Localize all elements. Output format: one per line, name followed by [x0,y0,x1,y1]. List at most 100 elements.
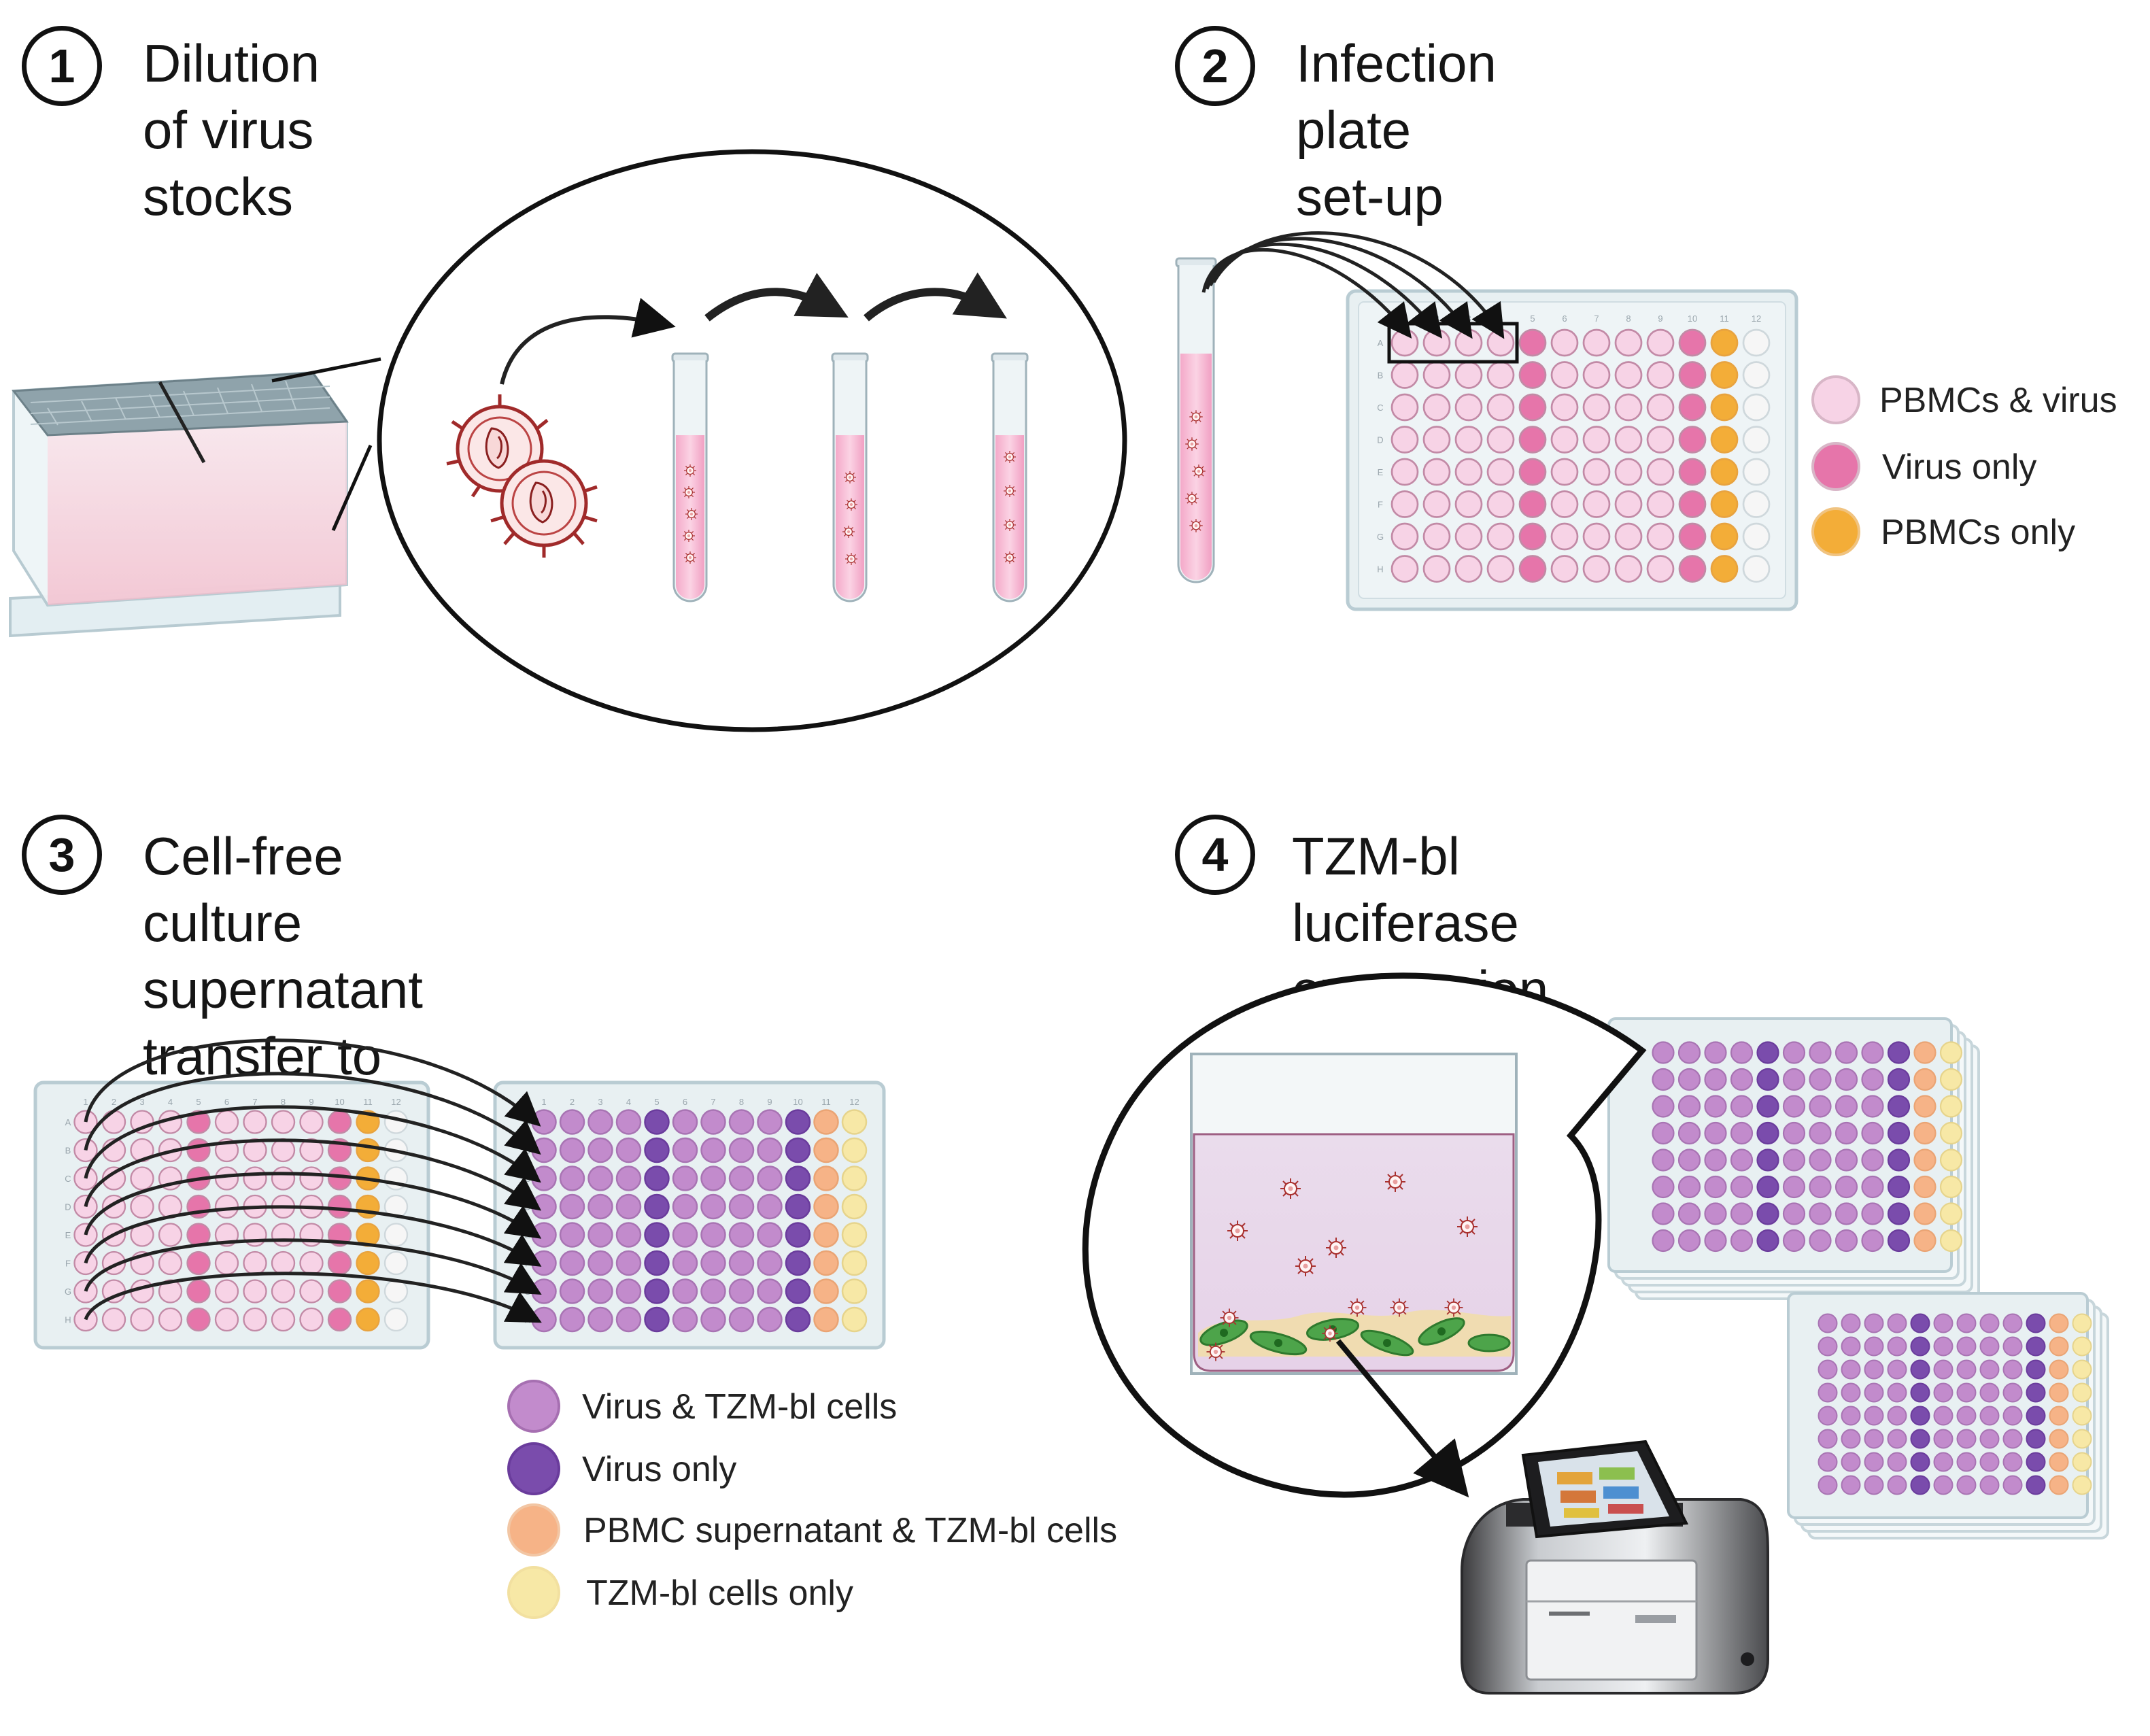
well [1979,1406,2000,1426]
well [1678,458,1707,486]
well [271,1307,296,1332]
transfer-arrow [84,1072,541,1155]
well [1614,426,1643,454]
well [1710,555,1739,583]
well [1809,1041,1832,1064]
well [1887,1148,1911,1172]
well [243,1307,267,1332]
well [1913,1041,1936,1064]
zoom-line-bottom [331,444,373,532]
deep-well-block-icon [9,371,349,638]
well [1710,522,1739,551]
well [1979,1359,2000,1380]
well [1756,1175,1779,1199]
transfer-arrow [84,1238,542,1295]
well [1864,1336,1884,1357]
well [1704,1229,1727,1253]
well [1454,328,1483,357]
well [299,1279,324,1304]
well [2049,1382,2069,1403]
well [1818,1406,1838,1426]
well [1646,522,1675,551]
well [186,1250,211,1276]
well [700,1278,726,1304]
well [1756,1148,1779,1172]
well [672,1278,698,1304]
well [186,1138,211,1163]
well [1710,393,1739,422]
well [2049,1452,2069,1472]
step-2-number: 2 [1175,26,1255,106]
well [700,1137,726,1163]
column-label: 7 [711,1097,715,1107]
well [1742,522,1771,551]
well [1864,1382,1884,1403]
well [2026,1382,2046,1403]
row-label: A [65,1117,71,1127]
well [1550,522,1579,551]
well [1756,1229,1779,1253]
column-label: 4 [168,1097,173,1107]
well [1646,555,1675,583]
well [1678,522,1707,551]
row-label: C [1377,403,1383,413]
well [1910,1313,1930,1333]
well [1652,1148,1675,1172]
well [615,1137,642,1163]
well [1887,1452,1907,1472]
well [1550,393,1579,422]
well [1486,555,1515,583]
well [1550,328,1579,357]
well [841,1222,868,1248]
well [1979,1452,2000,1472]
well [243,1166,267,1191]
legend-label-pbmc-only: PBMCs only [1881,513,2075,552]
well [785,1278,811,1304]
well [1678,393,1707,422]
well [1841,1382,1861,1403]
well [1782,1148,1806,1172]
well [1864,1406,1884,1426]
well [1782,1095,1806,1118]
column-label: 6 [683,1097,687,1107]
well [2072,1313,2092,1333]
well [130,1194,154,1219]
well [1887,1068,1911,1091]
well [2049,1429,2069,1449]
well [644,1109,670,1135]
well [1933,1359,1953,1380]
well [1887,1406,1907,1426]
well [1454,458,1483,486]
well [1835,1095,1858,1118]
row-label: B [65,1146,71,1156]
well [1454,490,1483,518]
well [1887,1229,1911,1253]
well [1864,1313,1884,1333]
well [1582,458,1611,486]
well [615,1193,642,1220]
well [243,1110,267,1134]
column-label: 10 [793,1097,802,1107]
well [1782,1068,1806,1091]
well [2049,1313,2069,1333]
well [1913,1095,1936,1118]
supernatant-transfer-arrows [84,1038,542,1323]
well [383,1279,409,1304]
well [1956,1382,1977,1403]
well [1390,328,1419,357]
well [1582,361,1611,389]
well [728,1278,755,1304]
well [700,1250,726,1276]
well [1861,1175,1884,1199]
well [158,1307,183,1332]
well [1454,426,1483,454]
well [271,1250,296,1276]
well [1809,1148,1832,1172]
well [813,1193,839,1220]
well [1913,1202,1936,1225]
well [1910,1475,1930,1495]
well [271,1110,296,1134]
well [559,1222,585,1248]
row-label: G [65,1287,71,1297]
well [1910,1336,1930,1357]
